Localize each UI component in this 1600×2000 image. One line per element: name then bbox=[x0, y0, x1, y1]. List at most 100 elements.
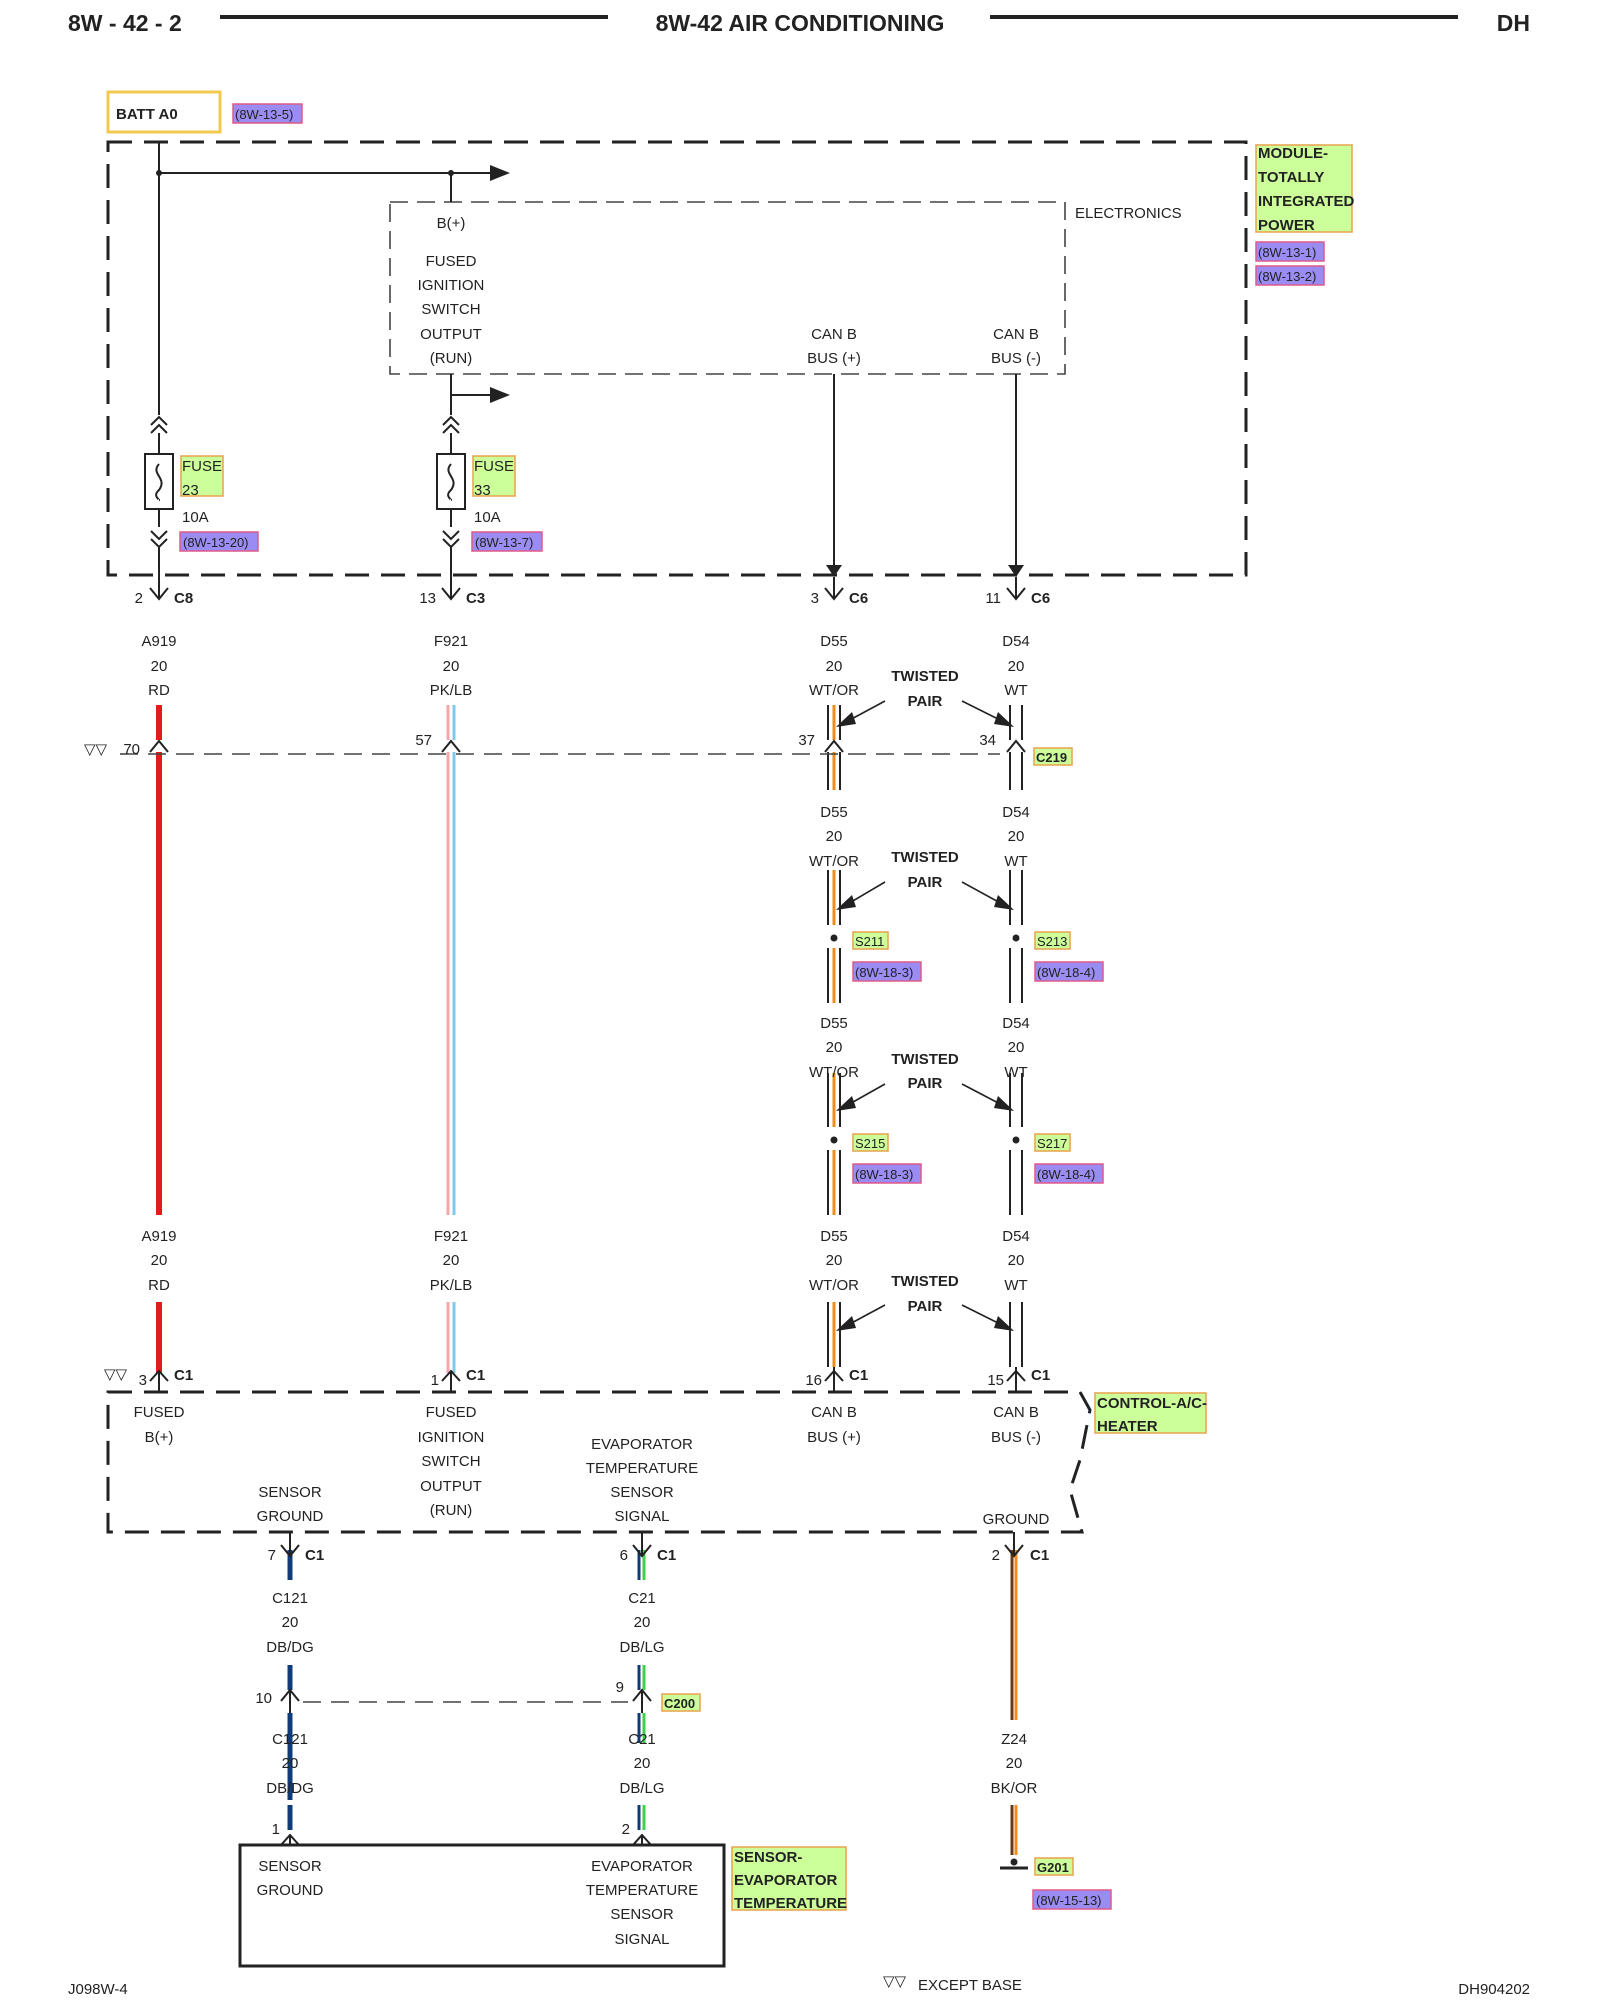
hvac-bottom-pin-3: 2 bbox=[992, 1547, 1000, 1564]
c219-name[interactable]: C219 bbox=[1036, 750, 1067, 765]
z24-label-circuit: Z24 bbox=[1001, 1731, 1027, 1748]
twisted-pair-4-line-2: PAIR bbox=[908, 1298, 943, 1315]
c200-name[interactable]: C200 bbox=[664, 1696, 695, 1711]
g201-name[interactable]: G201 bbox=[1037, 1860, 1069, 1875]
tipm-pin-4: 11 bbox=[985, 590, 1001, 607]
wire-z24 bbox=[1010, 1550, 1018, 1855]
splice-s217-ref-link[interactable]: (8W-18-4) bbox=[1037, 1167, 1095, 1182]
splice-s213-ref-link[interactable]: (8W-18-4) bbox=[1037, 965, 1095, 980]
wire-labels-section-3: D55 20 WT/OR D54 20 WT TWISTED PAIR bbox=[809, 1015, 1030, 1111]
tipm-name-box bbox=[1255, 144, 1353, 233]
c219-pin-37: 37 bbox=[798, 732, 815, 749]
sensor-name-box bbox=[731, 1846, 847, 1911]
tipm-canp-line-1: CAN B bbox=[811, 326, 857, 343]
c219-pin-57: 57 bbox=[415, 732, 432, 749]
tipm-canm-line-1: CAN B bbox=[993, 326, 1039, 343]
wire-labels-lower: C121 20 DB/DG C21 20 DB/LG C121 20 DB/DG… bbox=[266, 1590, 1037, 1797]
hvac-top-conn-3: C1 bbox=[849, 1367, 868, 1384]
splice-s213-name[interactable]: S213 bbox=[1037, 934, 1067, 949]
hvac-bottom-conn-2: C1 bbox=[657, 1547, 676, 1564]
tipm-bplus-label: B(+) bbox=[437, 215, 466, 232]
tipm-ign-line-2: IGNITION bbox=[418, 277, 485, 294]
c121-label-circuit-2: C121 bbox=[272, 1731, 308, 1748]
c21-label-color-2: DB/LG bbox=[619, 1780, 664, 1797]
tipm-ref-link-1[interactable]: (8W-13-1) bbox=[1258, 245, 1316, 260]
hvac-evap-line-2: TEMPERATURE bbox=[586, 1460, 698, 1477]
tipm-ref-link-2[interactable]: (8W-13-2) bbox=[1258, 269, 1316, 284]
d55-label-color-4: WT/OR bbox=[809, 1277, 859, 1294]
c121-label-gauge-1: 20 bbox=[282, 1614, 299, 1631]
g201-eyelet bbox=[1010, 1858, 1018, 1866]
c219-pin-34: 34 bbox=[979, 732, 996, 749]
twisted-pair-3-line-1: TWISTED bbox=[891, 1051, 959, 1068]
d54-label-circuit-4: D54 bbox=[1002, 1228, 1030, 1245]
hvac-canm-line-1: CAN B bbox=[993, 1404, 1039, 1421]
tipm-canp-line-2: BUS (+) bbox=[807, 350, 861, 367]
tipm-internal-wiring bbox=[150, 142, 1017, 575]
wire-d54 bbox=[1009, 705, 1023, 1367]
splice-s215-ref-link[interactable]: (8W-18-3) bbox=[855, 1167, 913, 1182]
d54-label-gauge-4: 20 bbox=[1008, 1252, 1025, 1269]
d55-label-circuit-4: D55 bbox=[820, 1228, 848, 1245]
evap-temp-sensor: 1 2 SENSOR GROUND EVAPORATOR TEMPERATURE… bbox=[238, 1821, 847, 1968]
splice-s215-name[interactable]: S215 bbox=[855, 1136, 885, 1151]
d54-label-color-2: WT bbox=[1004, 853, 1027, 870]
hvac-name-line-2: HEATER bbox=[1097, 1418, 1158, 1435]
hvac-top-conn-1: C1 bbox=[174, 1367, 193, 1384]
tipm-conn-4: C6 bbox=[1031, 590, 1050, 607]
hvac-fused-b-line-1: FUSED bbox=[134, 1404, 185, 1421]
fuse-23: FUSE 23 10A (8W-13-20) bbox=[144, 453, 259, 552]
tipm-canm-line-2: BUS (-) bbox=[991, 350, 1041, 367]
d54-label-gauge-3: 20 bbox=[1008, 1039, 1025, 1056]
c21-label-circuit-2: C21 bbox=[628, 1731, 656, 1748]
splice-s211-name[interactable]: S211 bbox=[855, 934, 884, 949]
splice-s217-dot bbox=[1012, 1136, 1020, 1144]
d54-label-color-1: WT bbox=[1004, 682, 1027, 699]
hvac-top-pin-3: 16 bbox=[805, 1372, 822, 1389]
d54-label-gauge-2: 20 bbox=[1008, 828, 1025, 845]
twisted-pair-4-line-1: TWISTED bbox=[891, 1273, 959, 1290]
electronics-label: ELECTRONICS bbox=[1075, 205, 1182, 222]
wire-f921 bbox=[446, 705, 456, 1373]
c219-except-base-marks: ▽▽ bbox=[84, 741, 108, 758]
splice-s211-ref-link[interactable]: (8W-18-3) bbox=[855, 965, 913, 980]
d55-label-color-3: WT/OR bbox=[809, 1064, 859, 1081]
hvac-ign-line-5: (RUN) bbox=[430, 1502, 473, 1519]
twisted-pair-2-line-1: TWISTED bbox=[891, 849, 959, 866]
footer-right-code: DH904202 bbox=[1458, 1981, 1530, 1998]
splice-s217-name[interactable]: S217 bbox=[1037, 1136, 1067, 1151]
fuse-23-ref-link[interactable]: (8W-13-20) bbox=[183, 535, 249, 550]
hvac-name-line-1: CONTROL-A/C- bbox=[1097, 1395, 1207, 1412]
splice-s215-dot bbox=[830, 1136, 838, 1144]
sensor-name-line-2: EVAPORATOR bbox=[734, 1872, 838, 1889]
tipm-ign-line-1: FUSED bbox=[426, 253, 477, 270]
hvac-canp-line-2: BUS (+) bbox=[807, 1429, 861, 1446]
a919-label-circuit: A919 bbox=[141, 633, 176, 650]
hvac-fused-b-line-2: B(+) bbox=[145, 1429, 174, 1446]
footer-legend-marks: ▽▽ bbox=[883, 1973, 907, 1990]
wire-labels-top: A919 20 RD F921 20 PK/LB D55 20 WT/OR D5… bbox=[141, 633, 1029, 699]
fuse-23-number: 23 bbox=[182, 482, 199, 499]
tipm-ign-line-4: OUTPUT bbox=[420, 326, 482, 343]
page-title: 8W-42 AIR CONDITIONING bbox=[656, 10, 945, 36]
c21-label-color-1: DB/LG bbox=[619, 1639, 664, 1656]
hvac-bottom-pin-2: 6 bbox=[620, 1547, 628, 1564]
hvac-evap-line-3: SENSOR bbox=[610, 1484, 674, 1501]
g201-ref-link[interactable]: (8W-15-13) bbox=[1036, 1893, 1102, 1908]
tipm-conn-2: C3 bbox=[466, 590, 485, 607]
d55-label-circuit-3: D55 bbox=[820, 1015, 848, 1032]
wire-labels-section-4: A919 20 RD F921 20 PK/LB D55 20 WT/OR D5… bbox=[141, 1228, 1030, 1331]
sensor-signal-line-4: SIGNAL bbox=[614, 1931, 669, 1948]
f921-label-color-2: PK/LB bbox=[430, 1277, 473, 1294]
fuse-33-ref-link[interactable]: (8W-13-7) bbox=[475, 535, 533, 550]
sensor-pin-2: 2 bbox=[622, 1821, 630, 1838]
hvac-top-pin-2: 1 bbox=[431, 1372, 439, 1389]
batt-a0-ref-link[interactable]: (8W-13-5) bbox=[235, 107, 293, 122]
model-code: DH bbox=[1497, 10, 1530, 36]
d55-label-gauge-3: 20 bbox=[826, 1039, 843, 1056]
twisted-pair-1-line-2: PAIR bbox=[908, 693, 943, 710]
sensor-signal-line-1: EVAPORATOR bbox=[591, 1858, 693, 1875]
batt-a0-box bbox=[106, 90, 222, 134]
hvac-sensor-ground-line-2: GROUND bbox=[257, 1508, 324, 1525]
splices-row-1: S211 (8W-18-3) S213 (8W-18-4) bbox=[830, 931, 1104, 982]
